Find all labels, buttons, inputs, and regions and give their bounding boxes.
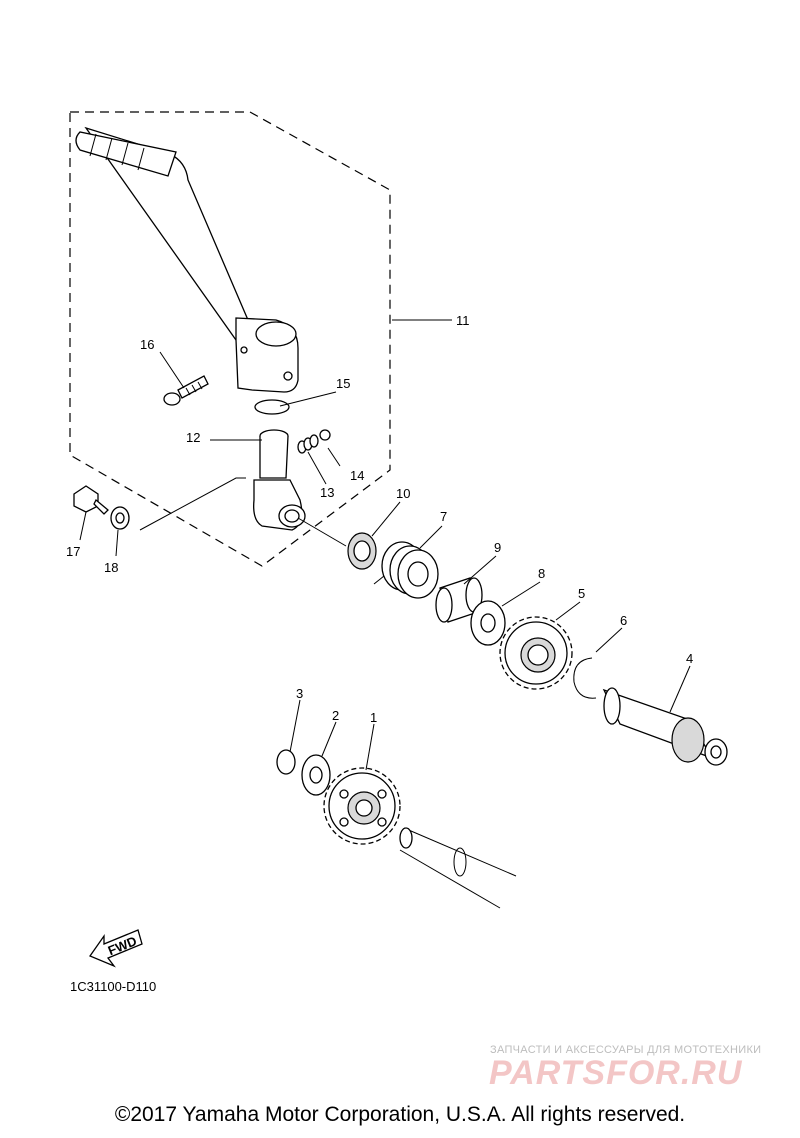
callout-17: 17 <box>66 544 80 559</box>
diagram-code: 1C31100-D110 <box>70 979 157 994</box>
copyright-notice: ©2017 Yamaha Motor Corporation, U.S.A. A… <box>114 1103 686 1126</box>
kick-shaft-part <box>602 687 728 766</box>
callout-18: 18 <box>104 560 118 575</box>
callout-8: 8 <box>538 566 545 581</box>
washer-part <box>110 506 130 530</box>
fwd-label: FWD <box>106 933 139 958</box>
spring-small-part <box>297 434 319 454</box>
torsion-spring-part <box>373 541 439 599</box>
oil-seal-part <box>347 532 377 570</box>
circlip-part <box>573 657 597 699</box>
callout-15: 15 <box>336 376 350 391</box>
small-circlip-part <box>276 749 296 775</box>
spacer-part <box>435 577 483 623</box>
reference-shaft <box>399 827 517 909</box>
callout-4: 4 <box>686 651 693 666</box>
kick-shaft-boss-part <box>253 429 306 531</box>
callout-16: 16 <box>140 337 154 352</box>
o-ring-part <box>254 399 290 415</box>
kick-lever-part <box>75 126 299 393</box>
callout-14: 14 <box>350 468 364 483</box>
callout-13: 13 <box>320 485 334 500</box>
thrust-washer-part <box>301 754 331 796</box>
idle-gear-part <box>323 767 401 845</box>
bolt-part <box>163 375 209 406</box>
callout-6: 6 <box>620 613 627 628</box>
watermark-tagline: ЗАПЧАСТИ И АКСЕССУАРЫ ДЛЯ МОТОТЕХНИКИ <box>490 1044 762 1056</box>
callout-7: 7 <box>440 509 447 524</box>
plain-washer-part <box>470 600 506 646</box>
callout-5: 5 <box>578 586 585 601</box>
callout-3: 3 <box>296 686 303 701</box>
callout-12: 12 <box>186 430 200 445</box>
callout-11: 11 <box>456 313 470 328</box>
flange-bolt-part <box>73 485 109 515</box>
leader-lines <box>79 319 691 771</box>
ball-part <box>319 429 331 441</box>
callout-9: 9 <box>494 540 501 555</box>
callout-2: 2 <box>332 708 339 723</box>
kick-lever-assembly-outline <box>69 111 391 567</box>
watermark-logo: PARTSFOR.RU <box>489 1054 743 1092</box>
kick-gear-part <box>499 616 573 690</box>
fwd-arrow-icon: FWD <box>89 929 143 968</box>
callout-1: 1 <box>370 710 377 725</box>
callout-10: 10 <box>396 486 410 501</box>
